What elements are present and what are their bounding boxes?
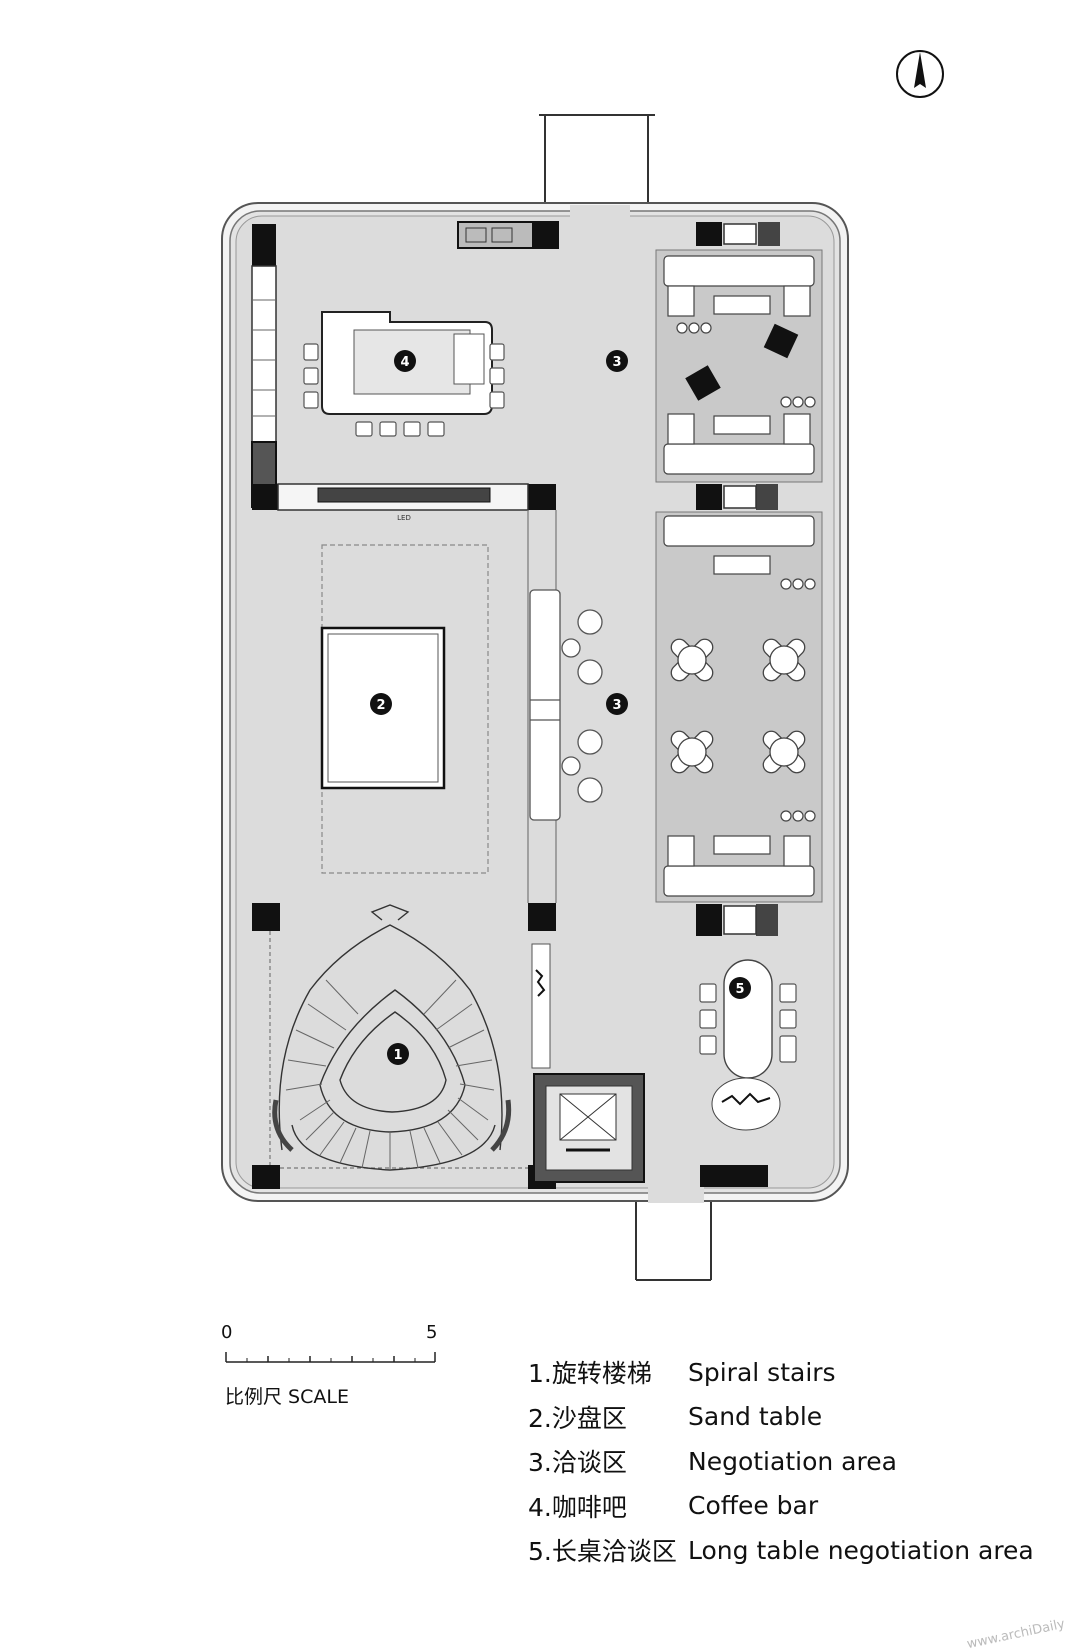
legend: 1.旋转楼梯 Spiral stairs 2.沙盘区 Sand table 3.… — [528, 1350, 1048, 1573]
scale-end: 5 — [426, 1322, 438, 1343]
round-tables — [670, 638, 806, 774]
scale-label: 比例尺 SCALE — [225, 1386, 349, 1408]
small-cabinets — [723, 223, 757, 935]
spiral-stairs — [272, 904, 512, 1171]
legend-item: 1.旋转楼梯 Spiral stairs — [528, 1350, 1048, 1395]
floor-plan: LED — [221, 50, 944, 1281]
legend-en: Negotiation area — [688, 1446, 897, 1476]
legend-en: Long table negotiation area — [688, 1535, 1034, 1565]
svg-text:5: 5 — [735, 982, 744, 997]
entrance-corridor — [539, 114, 712, 1281]
svg-text:2: 2 — [376, 698, 385, 713]
negotiation-area-top — [655, 249, 823, 483]
svg-text:3: 3 — [612, 698, 621, 713]
svg-text:4: 4 — [400, 355, 409, 370]
north-arrow-icon — [896, 50, 944, 98]
elevator-core — [533, 1073, 645, 1183]
legend-zh: 1.旋转楼梯 — [528, 1359, 652, 1389]
marker-1: 1 — [387, 1043, 409, 1065]
display-shelf — [251, 224, 277, 508]
area-markers: 1 2 3 3 4 5 — [370, 350, 751, 1065]
legend-zh: 5.长桌洽谈区 — [528, 1537, 677, 1567]
marker-5: 5 — [729, 977, 751, 999]
negotiation-area-bottom — [655, 511, 823, 903]
svg-text:1: 1 — [393, 1048, 402, 1063]
marker-2: 2 — [370, 693, 392, 715]
scale-bar: 0 5 比例尺 SCALE — [221, 1322, 455, 1412]
legend-zh: 3.洽谈区 — [528, 1448, 627, 1478]
bench-seating — [529, 589, 603, 821]
legend-en: Spiral stairs — [688, 1357, 836, 1387]
legend-item: 5.长桌洽谈区 Long table negotiation area — [528, 1528, 1048, 1573]
scale-ruler — [225, 1352, 436, 1363]
legend-item: 3.洽谈区 Negotiation area — [528, 1439, 1048, 1484]
legend-item: 2.沙盘区 Sand table — [528, 1395, 1048, 1440]
structural-columns — [252, 222, 780, 1189]
legend-zh: 2.沙盘区 — [528, 1403, 627, 1433]
scale-start: 0 — [221, 1322, 233, 1343]
legend-zh: 4.咖啡吧 — [528, 1492, 627, 1522]
led-wall: LED — [277, 483, 529, 522]
marker-4: 4 — [394, 350, 416, 372]
legend-item: 4.咖啡吧 Coffee bar — [528, 1484, 1048, 1529]
marker-3a: 3 — [606, 350, 628, 372]
watermark: www.archiDaily — [965, 1616, 1067, 1652]
led-label: LED — [397, 514, 411, 522]
legend-en: Sand table — [688, 1402, 823, 1432]
marker-3b: 3 — [606, 693, 628, 715]
display-stand — [531, 943, 551, 1069]
bar-cabinet — [457, 221, 559, 249]
legend-en: Coffee bar — [688, 1491, 819, 1521]
svg-text:3: 3 — [612, 355, 621, 370]
